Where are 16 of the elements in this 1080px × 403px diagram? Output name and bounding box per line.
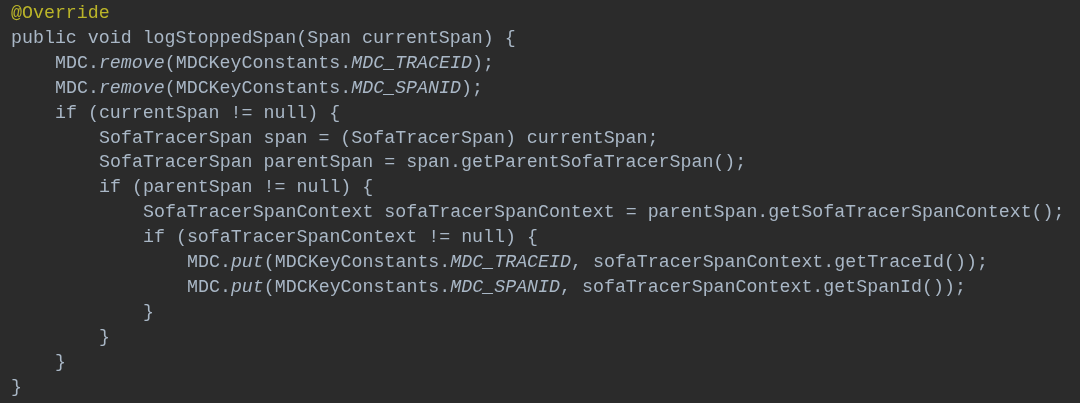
code-line: @Override (11, 2, 110, 24)
code-line: MDC.put(MDCKeyConstants.MDC_TRACEID, sofaTracerSpanContext.getTraceId()); (187, 251, 988, 273)
code-line: if (parentSpan != null) { (99, 176, 374, 199)
code-line: MDC.remove(MDCKeyConstants.MDC_TRACEID); (55, 51, 494, 74)
code-line: } (55, 350, 66, 373)
code-line: } (99, 325, 110, 348)
code-line: MDC.remove(MDCKeyConstants.MDC_SPANID); (55, 76, 483, 99)
code-line: SofaTracerSpan span = (SofaTracerSpan) currentSpan; (99, 126, 659, 149)
code-line: if (currentSpan != null) { (55, 101, 341, 124)
code-line: MDC.put(MDCKeyConstants.MDC_SPANID, sofaTracerSpanContext.getSpanId()); (187, 275, 966, 298)
code-line: SofaTracerSpan parentSpan = span.getParentSofaTracerSpan(); (99, 151, 747, 174)
code-line: } (11, 375, 22, 398)
code-line: public void logStoppedSpan(Span currentSpan) { (11, 26, 516, 49)
code-line: if (sofaTracerSpanContext != null) { (143, 226, 538, 249)
code-line: } (143, 300, 154, 323)
code-line: SofaTracerSpanContext sofaTracerSpanContext = parentSpan.getSofaTracerSpanContext(); (143, 201, 1065, 224)
